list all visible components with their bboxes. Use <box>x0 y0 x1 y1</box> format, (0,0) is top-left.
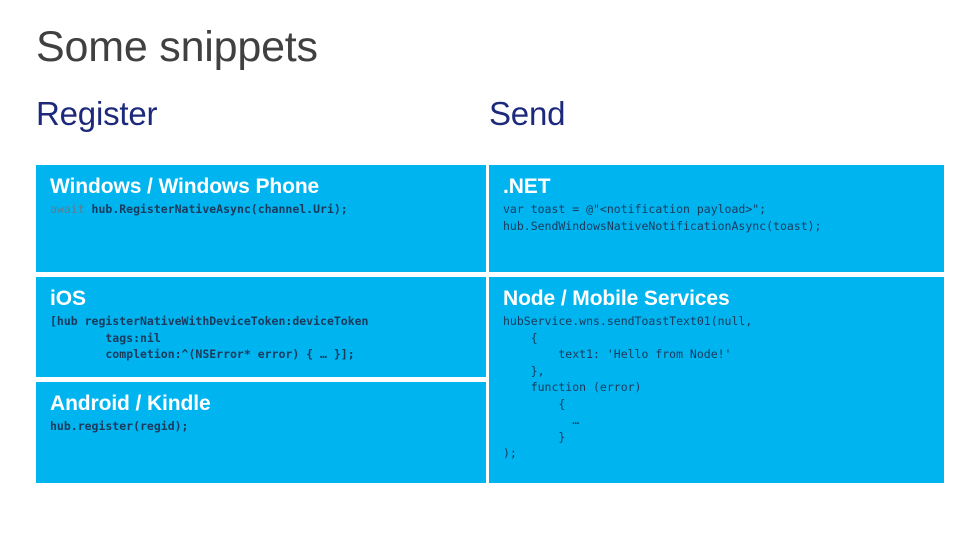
code-panel-dotnet[interactable]: .NET var toast = @"<notification payload… <box>489 165 944 272</box>
code-panel-android[interactable]: Android / Kindle hub.register(regid); <box>36 382 486 483</box>
code-panel-node[interactable]: Node / Mobile Services hubService.wns.se… <box>489 277 944 483</box>
panel-title-node: Node / Mobile Services <box>503 287 730 310</box>
code-panel-ios[interactable]: iOS [hub registerNativeWithDeviceToken:d… <box>36 277 486 377</box>
code-snippet-ios: [hub registerNativeWithDeviceToken:devic… <box>50 314 369 362</box>
page-title: Some snippets <box>36 23 318 71</box>
send-column: .NET var toast = @"<notification payload… <box>489 165 944 483</box>
code-snippet-windows: await hub.RegisterNativeAsync(channel.Ur… <box>50 201 472 218</box>
panel-title-ios: iOS <box>50 287 86 310</box>
panel-title-dotnet: .NET <box>503 175 551 198</box>
code-columns: Windows / Windows Phone await hub.Regist… <box>36 165 944 483</box>
code-keyword-await: await <box>50 202 92 217</box>
code-panel-windows[interactable]: Windows / Windows Phone await hub.Regist… <box>36 165 486 272</box>
code-snippet-node: hubService.wns.sendToastText01(null, { t… <box>503 314 753 461</box>
code-snippet-android: hub.register(regid); <box>50 419 189 434</box>
code-body-windows: hub.RegisterNativeAsync(channel.Uri); <box>91 202 348 217</box>
column-heading-send: Send <box>489 95 566 132</box>
code-snippet-dotnet: var toast = @"<notification payload>"; h… <box>503 202 822 233</box>
panel-title-windows: Windows / Windows Phone <box>50 175 320 198</box>
register-column: Windows / Windows Phone await hub.Regist… <box>36 165 486 483</box>
column-heading-register: Register <box>36 95 158 132</box>
panel-title-android: Android / Kindle <box>50 392 211 415</box>
